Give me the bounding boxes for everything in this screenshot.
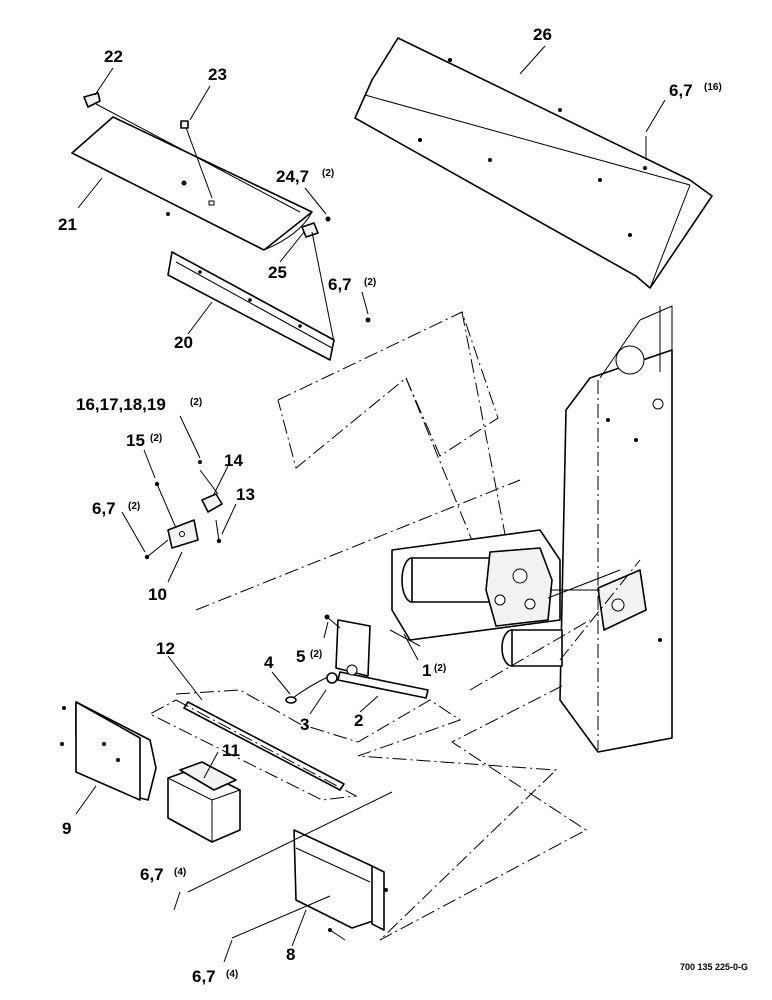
label-6-7-mid-qty: (2) xyxy=(364,277,376,288)
part-21-front-shield xyxy=(71,116,313,251)
label-1: 1 xyxy=(422,661,431,680)
part-4-rod xyxy=(285,674,333,704)
part-22-hinge xyxy=(83,92,301,213)
label-16-17-18-19-qty: (2) xyxy=(190,397,202,408)
part-2-arm xyxy=(335,619,429,699)
label-12: 12 xyxy=(156,639,175,658)
label-6-7-left-qty: (2) xyxy=(128,501,140,512)
label-6-7-bottom1-qty: (4) xyxy=(174,867,186,878)
part-10-plate xyxy=(167,519,199,549)
part-24-bolt xyxy=(325,216,331,222)
label-6-7-bottom2-qty: (4) xyxy=(226,969,238,980)
label-11: 11 xyxy=(222,741,240,760)
part-3-pin xyxy=(309,672,338,715)
label-14: 14 xyxy=(224,451,243,470)
leader-lines xyxy=(75,45,666,963)
fastener-hardware-left xyxy=(144,460,222,560)
label-24-7: 24,7 xyxy=(276,167,309,186)
drawing-code: 700 135 225-0-G xyxy=(680,962,748,972)
right-frame-panel xyxy=(559,305,673,753)
label-15-qty: (2) xyxy=(150,433,162,444)
label-26: 26 xyxy=(533,25,552,44)
part-11-bracket xyxy=(167,761,241,843)
label-4: 4 xyxy=(264,653,274,672)
label-9: 9 xyxy=(62,819,71,838)
drive-shaft-assembly xyxy=(391,529,647,691)
part-26-top-shield xyxy=(354,37,713,289)
label-16-17-18-19: 16,17,18,19 xyxy=(76,395,166,414)
label-13: 13 xyxy=(236,485,255,504)
label-1-qty: (2) xyxy=(434,663,446,674)
label-6-7-bottom1: 6,7 xyxy=(140,865,164,884)
label-10: 10 xyxy=(148,585,167,604)
label-24-7-qty: (2) xyxy=(322,168,334,179)
part-20-angle-rail xyxy=(167,231,371,361)
label-6-7-left: 6,7 xyxy=(92,499,116,518)
label-3: 3 xyxy=(300,715,309,734)
label-6-7-mid: 6,7 xyxy=(328,275,352,294)
assembly-outline-upper xyxy=(277,311,511,561)
label-2: 2 xyxy=(354,711,363,730)
assembly-outline-lower xyxy=(175,685,587,941)
part-25-hinge xyxy=(301,222,319,238)
part-9-side-shield xyxy=(60,701,157,801)
label-22: 22 xyxy=(104,47,123,66)
label-25: 25 xyxy=(268,263,287,282)
label-5-qty: (2) xyxy=(310,649,322,660)
label-6-7-top-right-qty: (16) xyxy=(704,82,722,93)
label-6-7-bottom2: 6,7 xyxy=(192,967,216,986)
label-23: 23 xyxy=(208,65,227,84)
part-8-side-shield xyxy=(293,829,388,941)
label-6-7-top-right: 6,7 xyxy=(669,81,693,100)
label-5: 5 xyxy=(296,647,305,666)
callout-labels: 22 23 26 6,7 (16) 24,7 (2) 21 25 6,7 (2)… xyxy=(58,25,748,986)
assembly-outline-lower-left xyxy=(195,479,521,611)
label-15: 15 xyxy=(126,431,145,450)
part-12-strip xyxy=(148,699,358,801)
label-20: 20 xyxy=(174,333,193,352)
label-8: 8 xyxy=(286,945,295,964)
part-23-knob xyxy=(180,120,189,129)
part-14-bracket xyxy=(199,469,223,513)
label-21: 21 xyxy=(58,215,77,234)
